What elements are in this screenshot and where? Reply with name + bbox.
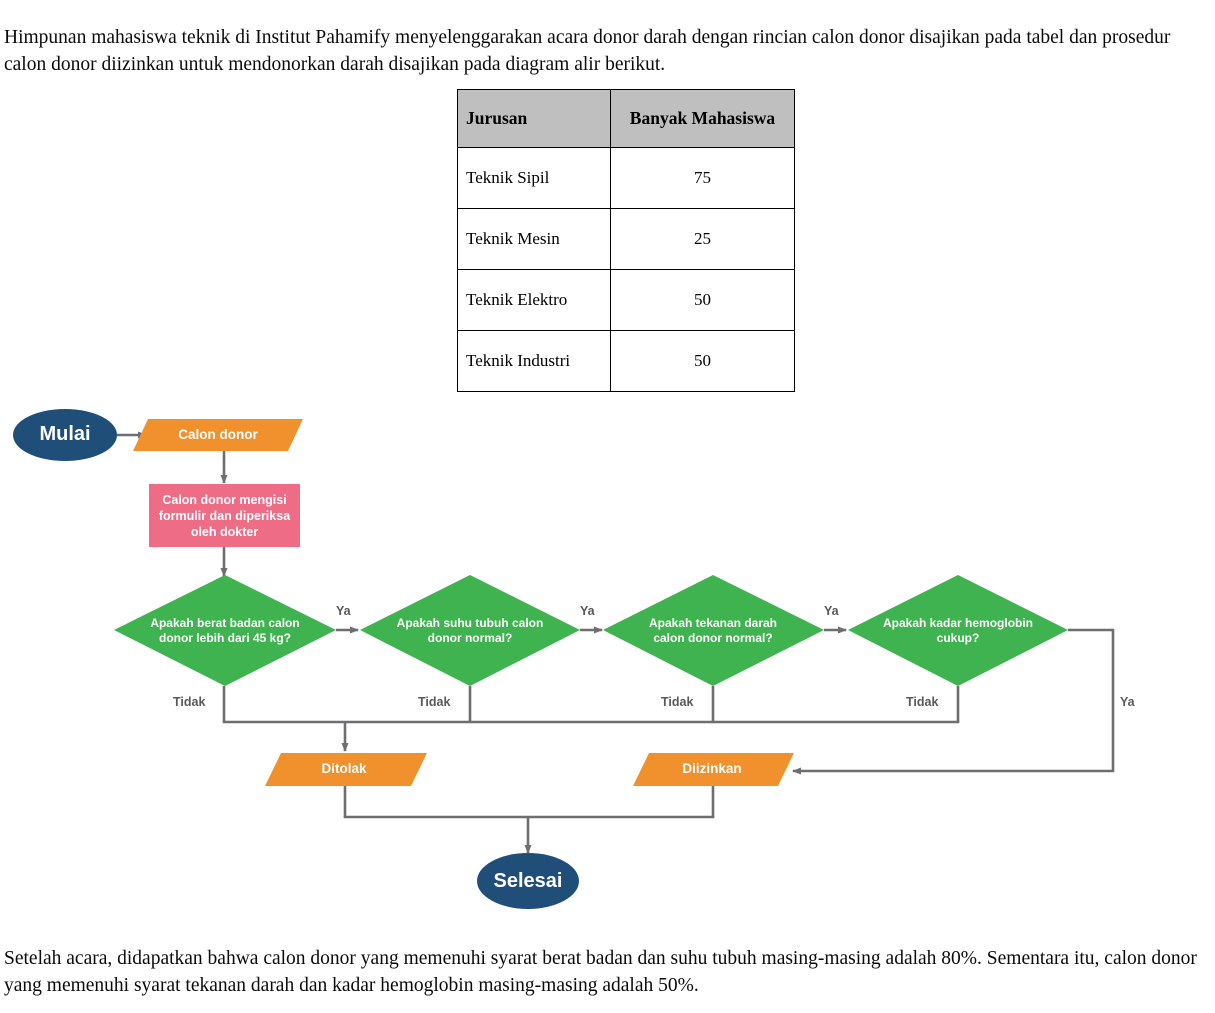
closing-paragraph: Setelah acara, didapatkan bahwa calon do… [4, 947, 1197, 996]
table-header-jurusan: Jurusan [457, 89, 611, 148]
cell-banyak: 25 [610, 208, 795, 270]
decision-temp-shape[interactable] [360, 575, 580, 686]
decision-hemoglobin-shape[interactable] [848, 575, 1068, 686]
edge-label-ya-4: Ya [1120, 695, 1135, 709]
edge-label-tidak-1: Tidak [173, 695, 206, 709]
table-row: Teknik Sipil 75 [457, 147, 795, 209]
cell-jurusan: Teknik Mesin [457, 208, 611, 270]
edge-label-tidak-2: Tidak [418, 695, 451, 709]
cell-jurusan: Teknik Elektro [457, 269, 611, 331]
start-terminator-shape[interactable] [13, 409, 117, 461]
edge-label-ya-1: Ya [336, 604, 351, 618]
end-terminator-shape[interactable] [477, 853, 579, 909]
output-rejected-shape[interactable] [265, 753, 427, 786]
student-count-table: Jurusan Banyak Mahasiswa Teknik Sipil 75… [457, 89, 795, 392]
table-header-row: Jurusan Banyak Mahasiswa [457, 89, 795, 148]
cell-jurusan: Teknik Industri [457, 330, 611, 392]
flowchart-node-shapes [13, 409, 1068, 909]
cell-banyak: 75 [610, 147, 795, 209]
flowchart-svg [13, 409, 1115, 909]
cell-banyak: 50 [610, 269, 795, 331]
process-form-shape[interactable] [149, 484, 300, 547]
edge-label-tidak-4: Tidak [906, 695, 939, 709]
flowchart-connectors [117, 431, 1115, 854]
table-row: Teknik Elektro 50 [457, 269, 795, 331]
cell-jurusan: Teknik Sipil [457, 147, 611, 209]
edge-label-tidak-3: Tidak [661, 695, 694, 709]
table-row: Teknik Mesin 25 [457, 208, 795, 270]
decision-pressure-shape[interactable] [603, 575, 824, 686]
table-header-banyak-mahasiswa: Banyak Mahasiswa [610, 89, 795, 148]
edge-label-ya-2: Ya [580, 604, 595, 618]
decision-weight-shape[interactable] [114, 575, 336, 686]
edge-label-ya-3: Ya [824, 604, 839, 618]
table-row: Teknik Industri 50 [457, 330, 795, 392]
intro-paragraph: Himpunan mahasiswa teknik di Institut Pa… [4, 26, 1171, 75]
output-allowed-shape[interactable] [633, 753, 794, 786]
cell-banyak: 50 [610, 330, 795, 392]
input-donor-shape[interactable] [133, 419, 303, 451]
blood-donation-flowchart: Mulai Calon donor Calon donor mengisi fo… [0, 398, 1215, 918]
